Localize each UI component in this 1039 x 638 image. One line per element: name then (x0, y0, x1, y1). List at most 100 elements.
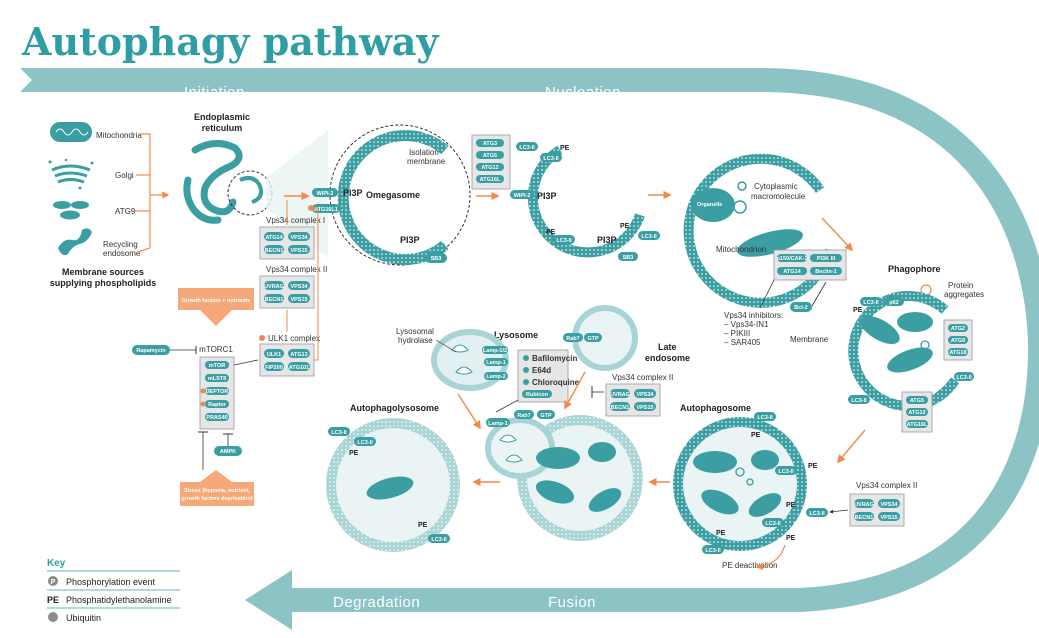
svg-text:BECN1: BECN1 (265, 297, 284, 303)
svg-text:BECN1: BECN1 (265, 248, 284, 254)
svg-text:ATG16L: ATG16L (480, 177, 501, 183)
svg-text:Lysosomal: Lysosomal (396, 327, 434, 336)
svg-text:Chloroquine: Chloroquine (532, 378, 580, 387)
svg-text:endosome: endosome (645, 353, 690, 363)
svg-text:mTORC1: mTORC1 (199, 345, 233, 354)
svg-text:Beclin-1: Beclin-1 (815, 269, 836, 275)
svg-text:Vps34 inhibitors:: Vps34 inhibitors: (724, 311, 783, 320)
svg-text:ATG16L1: ATG16L1 (314, 207, 338, 213)
svg-text:VPS15: VPS15 (290, 248, 307, 254)
svg-text:ATG3: ATG3 (483, 141, 497, 147)
svg-text:FIP200: FIP200 (265, 365, 283, 371)
svg-text:p62: p62 (889, 300, 898, 306)
svg-text:LC3-II: LC3-II (809, 511, 825, 517)
atg9-vesicles (53, 201, 89, 220)
label-recycling: Recycling (103, 240, 138, 249)
svg-text:Ubiquitin: Ubiquitin (66, 613, 101, 623)
svg-text:Membrane: Membrane (790, 335, 829, 344)
svg-text:PI3K III: PI3K III (817, 256, 836, 262)
mtorc1-regulation: Growth factors + nutrients mTORC1 Rapamy… (132, 288, 259, 506)
svg-text:GTP: GTP (540, 413, 552, 419)
omegasome: Omegasome Isolation membrane PI3P PI3P S… (284, 124, 471, 266)
svg-text:Stress (hypoxia, nutrient,: Stress (hypoxia, nutrient, (184, 488, 250, 494)
svg-text:LC3-II: LC3-II (543, 156, 559, 162)
vps34-complex-ii: Vps34 complex II UVRAG VPS34 BECN1 VPS15 (259, 265, 327, 309)
stage-band (20, 68, 1039, 630)
svg-text:Vps34 complex II: Vps34 complex II (856, 481, 917, 490)
svg-text:PE: PE (418, 522, 428, 529)
phagophore: Phagophore Protein aggregates LC3-II p62… (836, 264, 984, 464)
svg-text:ATG18: ATG18 (949, 350, 966, 356)
ubiquitin-icon (48, 612, 58, 622)
svg-text:Mitochondrion: Mitochondrion (716, 245, 766, 254)
svg-text:LC3-II: LC3-II (757, 415, 773, 421)
svg-text:PE: PE (853, 307, 863, 314)
stage-degradation: Degradation (333, 594, 420, 611)
key-title: Key (47, 558, 66, 569)
svg-text:ULK1: ULK1 (267, 352, 281, 358)
svg-text:Rab7: Rab7 (517, 413, 530, 419)
svg-text:VPS34: VPS34 (880, 502, 898, 508)
svg-text:PE: PE (808, 463, 818, 470)
svg-text:ATG16L: ATG16L (907, 422, 928, 428)
expansion-stage: Organelle Cytoplasmic macromolecule Mito… (683, 153, 854, 347)
lysosome-region: Lysosomal hydrolase Lysosome Lamp-1/2 La… (396, 305, 690, 430)
caption-membrane-1: Membrane sources (62, 267, 144, 277)
legend-key: Key P Phosphorylation event PE Phosphati… (47, 558, 180, 623)
svg-text:– PIKIII: – PIKIII (724, 329, 750, 338)
svg-text:P: P (51, 579, 56, 586)
svg-text:LC3-II: LC3-II (556, 238, 572, 244)
svg-text:DEPTOR: DEPTOR (206, 389, 229, 395)
svg-text:– Vps34-IN1: – Vps34-IN1 (724, 320, 769, 329)
svg-text:AMPK: AMPK (220, 449, 236, 455)
label-endosome: endosome (103, 249, 141, 258)
svg-text:Omegasome: Omegasome (366, 190, 420, 200)
svg-text:PE: PE (620, 223, 630, 230)
ulk1-complex: ULK1 complex ULK1 ATG13 FIP200 ATG101 (259, 200, 320, 377)
svg-text:Late: Late (658, 342, 677, 352)
caption-membrane-2: supplying phospholipids (50, 278, 157, 288)
svg-text:PI3P: PI3P (400, 235, 420, 245)
svg-text:ATG14: ATG14 (783, 269, 801, 275)
svg-text:ATG13: ATG13 (290, 352, 307, 358)
svg-text:Lamp-1: Lamp-1 (488, 421, 508, 427)
svg-text:Rapamycin: Rapamycin (136, 348, 166, 354)
label-atg9: ATG9 (115, 207, 136, 216)
label-golgi: Golgi (115, 171, 134, 180)
svg-text:LC3-II: LC3-II (519, 145, 535, 151)
svg-text:Organelle: Organelle (697, 202, 722, 208)
svg-text:PI3P: PI3P (537, 191, 557, 201)
svg-text:UVRAG: UVRAG (854, 502, 874, 508)
svg-text:PRAS40: PRAS40 (206, 415, 227, 421)
svg-text:hydrolase: hydrolase (398, 336, 433, 345)
svg-text:BECN1: BECN1 (855, 515, 874, 521)
svg-text:E64d: E64d (532, 366, 551, 375)
svg-text:PE: PE (716, 530, 726, 537)
svg-text:LC3-II: LC3-II (641, 234, 657, 240)
svg-text:ULK1 complex: ULK1 complex (268, 334, 320, 343)
mitochondria-shape (50, 122, 92, 142)
svg-text:Autophagosome: Autophagosome (680, 403, 751, 413)
svg-text:macromolecule: macromolecule (751, 192, 806, 201)
svg-text:GTP: GTP (587, 336, 599, 342)
svg-text:growth factors deprivation): growth factors deprivation) (181, 496, 252, 502)
svg-text:ATG14: ATG14 (265, 235, 283, 241)
svg-text:ATG12: ATG12 (908, 410, 925, 416)
svg-text:Phagophore: Phagophore (888, 264, 941, 274)
svg-text:LC3-II: LC3-II (778, 469, 794, 475)
svg-text:p150/CAK-1: p150/CAK-1 (777, 256, 808, 262)
svg-text:ATG9: ATG9 (951, 338, 965, 344)
svg-text:LC3-II: LC3-II (431, 537, 447, 543)
svg-text:Vps34 complex II: Vps34 complex II (612, 373, 673, 382)
golgi-shape (48, 158, 94, 190)
svg-text:mLST8: mLST8 (208, 376, 226, 382)
fusion-structure: Lamp-1 Rab7 GTP (472, 410, 643, 541)
svg-text:Lysosome: Lysosome (494, 330, 538, 340)
svg-text:PE: PE (560, 145, 570, 152)
svg-text:VPS15: VPS15 (636, 405, 653, 411)
svg-text:Rab7: Rab7 (566, 336, 579, 342)
nucleation-stage: ATG3 ATG5 ATG12 ATG16L LC3-II LC3-II PE … (471, 134, 672, 261)
svg-text:WIPI-2: WIPI-2 (317, 191, 334, 197)
svg-text:VPS34: VPS34 (290, 235, 308, 241)
